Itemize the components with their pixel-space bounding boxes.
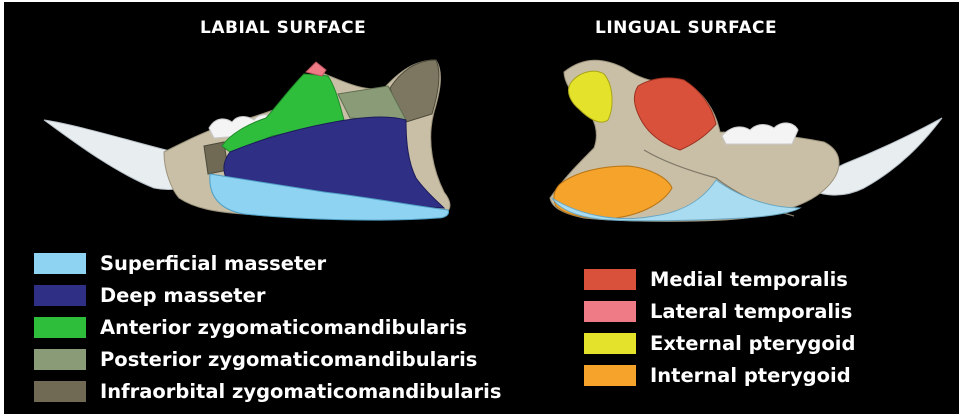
lingual-molars xyxy=(722,123,798,144)
legend-swatch xyxy=(34,349,86,370)
legend-label: Deep masseter xyxy=(100,284,265,307)
legend-label: Anterior zygomaticomandibularis xyxy=(100,316,467,339)
legend-swatch xyxy=(584,365,636,386)
legend-swatch xyxy=(34,253,86,274)
labial-lateral-temporalis xyxy=(306,62,326,76)
legend-label: Medial temporalis xyxy=(650,268,848,291)
legend-swatch xyxy=(34,317,86,338)
legend-label: External pterygoid xyxy=(650,332,855,355)
legend-label: Superficial masseter xyxy=(100,252,326,275)
lingual-external-pterygoid xyxy=(568,71,612,122)
legend-label: Posterior zygomaticomandibularis xyxy=(100,348,477,371)
legend-item-superficial-masseter: Superficial masseter xyxy=(34,247,501,279)
legend-swatch xyxy=(34,381,86,402)
legend-swatch xyxy=(584,333,636,354)
legend-item-posterior-zm: Posterior zygomaticomandibularis xyxy=(34,343,501,375)
legend-label: Internal pterygoid xyxy=(650,364,851,387)
legend-item-anterior-zm: Anterior zygomaticomandibularis xyxy=(34,311,501,343)
legend-item-infraorbital-zm: Infraorbital zygomaticomandibularis xyxy=(34,375,501,407)
legend-swatch xyxy=(584,269,636,290)
legend-label: Lateral temporalis xyxy=(650,300,852,323)
legend-item-deep-masseter: Deep masseter xyxy=(34,279,501,311)
legend-swatch xyxy=(584,301,636,322)
legend-label: Infraorbital zygomaticomandibularis xyxy=(100,380,501,403)
labial-jaw xyxy=(44,60,450,220)
figure-panel: LABIAL SURFACE LINGUAL SURFACE xyxy=(4,2,959,414)
legend-item-internal-pterygoid: Internal pterygoid xyxy=(584,359,855,391)
lingual-legend: Medial temporalis Lateral temporalis Ext… xyxy=(584,263,855,391)
legend-item-lateral-temporalis: Lateral temporalis xyxy=(584,295,855,327)
lingual-jaw xyxy=(550,60,942,221)
legend-item-medial-temporalis: Medial temporalis xyxy=(584,263,855,295)
labial-legend: Superficial masseter Deep masseter Anter… xyxy=(34,247,501,407)
legend-swatch xyxy=(34,285,86,306)
legend-item-external-pterygoid: External pterygoid xyxy=(584,327,855,359)
